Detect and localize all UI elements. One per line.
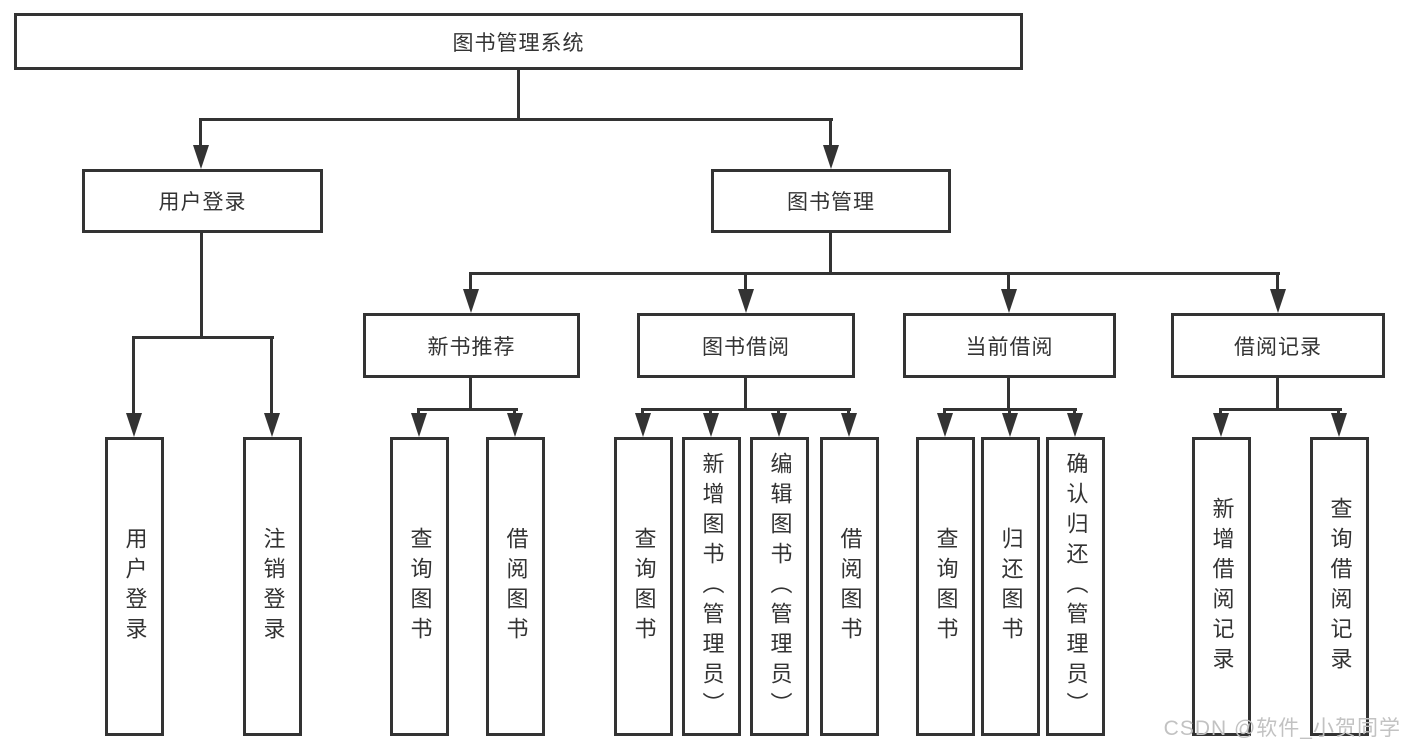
node-borrow-record-label: 借阅记录 — [1234, 335, 1322, 359]
connector-borrow-record-drop — [1276, 272, 1279, 293]
node-new-book-label: 新书推荐 — [427, 335, 516, 359]
node-leaf-current-query: 查询图书 — [916, 437, 975, 736]
node-book-mgmt-label: 图书管理 — [787, 191, 875, 214]
arrow-book-borrow-leaf4 — [841, 413, 857, 437]
node-book-mgmt: 图书管理 — [711, 169, 951, 233]
connector-new-book-stem — [469, 378, 472, 410]
node-leaf-borrow-borrow-label: 借阅图书 — [837, 526, 863, 647]
connector-current-borrow-stem — [1007, 378, 1010, 410]
arrow-current-borrow — [1001, 289, 1017, 313]
node-new-book: 新书推荐 — [363, 313, 580, 378]
arrow-borrow-record — [1270, 289, 1286, 313]
node-leaf-newbook-borrow-label: 借阅图书 — [503, 526, 529, 647]
node-leaf-borrow-add: 新增图书（管理员） — [682, 437, 741, 736]
node-leaf-borrow-borrow: 借阅图书 — [820, 437, 879, 736]
arrow-book-borrow-leaf3 — [771, 413, 787, 437]
node-user-login-label: 用户登录 — [158, 191, 247, 214]
arrow-current-borrow-leaf1 — [937, 413, 953, 437]
node-leaf-borrow-add-label: 新增图书（管理员） — [699, 451, 725, 722]
node-user-login: 用户登录 — [82, 169, 323, 233]
connector-borrow-record-rail — [1219, 408, 1342, 411]
node-leaf-borrow-edit-label: 编辑图书（管理员） — [767, 451, 793, 722]
arrow-user-login-leaf2 — [264, 413, 280, 437]
connector-book-mgmt-stem — [829, 233, 832, 275]
arrow-new-book-leaf1 — [411, 413, 427, 437]
node-leaf-record-add: 新增借阅记录 — [1192, 437, 1251, 736]
node-leaf-logout-label: 注销登录 — [260, 526, 286, 647]
node-leaf-borrow-query: 查询图书 — [614, 437, 673, 736]
arrow-book-mgmt — [823, 145, 839, 169]
node-leaf-newbook-query-label: 查询图书 — [407, 526, 433, 647]
connector-current-borrow-drop — [1007, 272, 1010, 293]
arrow-new-book — [463, 289, 479, 313]
node-root: 图书管理系统 — [14, 13, 1023, 70]
node-book-borrow-label: 图书借阅 — [702, 335, 790, 359]
connector-book-mgmt-drop — [829, 118, 832, 150]
arrow-borrow-record-leaf2 — [1331, 413, 1347, 437]
connector-book-borrow-stem — [744, 378, 747, 410]
connector-user-login-stem — [200, 233, 203, 338]
node-leaf-logout: 注销登录 — [243, 437, 302, 736]
arrow-current-borrow-leaf3 — [1067, 413, 1083, 437]
node-leaf-newbook-borrow: 借阅图书 — [486, 437, 545, 736]
connector-borrow-record-stem — [1276, 378, 1279, 410]
arrow-user-login — [193, 145, 209, 169]
connector-user-login-leaf1-drop — [132, 336, 135, 416]
node-borrow-record: 借阅记录 — [1171, 313, 1385, 378]
connector-new-book-drop — [469, 272, 472, 293]
node-leaf-record-add-label: 新增借阅记录 — [1209, 496, 1235, 677]
arrow-book-borrow-leaf1 — [635, 413, 651, 437]
node-leaf-current-return-label: 归还图书 — [998, 526, 1024, 647]
node-current-borrow: 当前借阅 — [903, 313, 1116, 378]
connector-book-borrow-rail — [641, 408, 851, 411]
connector-level3-rail — [469, 272, 1280, 275]
node-leaf-user-login-label: 用户登录 — [122, 526, 148, 647]
node-leaf-newbook-query: 查询图书 — [390, 437, 449, 736]
connector-user-login-drop — [199, 118, 202, 150]
node-leaf-user-login: 用户登录 — [105, 437, 164, 736]
node-leaf-record-query: 查询借阅记录 — [1310, 437, 1369, 736]
node-leaf-borrow-query-label: 查询图书 — [631, 526, 657, 647]
node-leaf-current-confirm-label: 确认归还（管理员） — [1063, 451, 1089, 722]
node-leaf-record-query-label: 查询借阅记录 — [1327, 496, 1353, 677]
node-leaf-current-query-label: 查询图书 — [933, 526, 959, 647]
connector-user-login-rail — [132, 336, 274, 339]
arrow-book-borrow — [738, 289, 754, 313]
node-book-borrow: 图书借阅 — [637, 313, 855, 378]
connector-level2-rail — [199, 118, 833, 121]
arrow-current-borrow-leaf2 — [1002, 413, 1018, 437]
connector-new-book-rail — [417, 408, 518, 411]
node-leaf-current-return: 归还图书 — [981, 437, 1040, 736]
node-root-label: 图书管理系统 — [452, 31, 585, 55]
connector-user-login-leaf2-drop — [270, 336, 273, 416]
csdn-watermark: CSDN @软件_小贺同学 — [1163, 717, 1401, 740]
arrow-book-borrow-leaf2 — [703, 413, 719, 437]
arrow-borrow-record-leaf1 — [1213, 413, 1229, 437]
node-leaf-current-confirm: 确认归还（管理员） — [1046, 437, 1105, 736]
node-current-borrow-label: 当前借阅 — [965, 335, 1054, 359]
arrow-user-login-leaf1 — [126, 413, 142, 437]
connector-root-stem — [517, 70, 520, 118]
connector-book-borrow-drop — [744, 272, 747, 293]
node-leaf-borrow-edit: 编辑图书（管理员） — [750, 437, 809, 736]
arrow-new-book-leaf2 — [507, 413, 523, 437]
